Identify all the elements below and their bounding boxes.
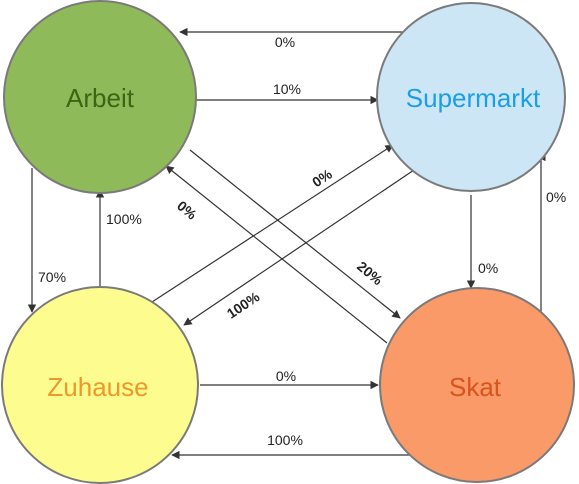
edge-skat-to-arbeit	[165, 165, 388, 344]
edge-label-skat-to-supermarkt: 0%	[546, 189, 566, 205]
edge-label-arbeit-to-zuhause: 70%	[38, 269, 66, 285]
label-skat: Skat	[449, 372, 502, 402]
node-skat	[379, 287, 575, 483]
edge-label-zuhause-to-supermarkt: 0%	[309, 165, 335, 190]
edge-label-skat-to-arbeit: 0%	[174, 197, 200, 223]
node-zuhause	[1, 286, 199, 484]
label-supermarkt: Supermarkt	[406, 83, 541, 113]
label-arbeit: Arbeit	[66, 83, 135, 113]
edge-label-supermarkt-to-skat: 0%	[478, 260, 498, 276]
edge-label-arbeit-to-skat: 20%	[354, 258, 386, 289]
node-supermarkt	[376, 2, 566, 192]
edge-supermarkt-to-zuhause	[183, 169, 415, 326]
edge-label-zuhause-to-arbeit: 100%	[106, 211, 142, 227]
edge-label-zuhause-to-skat: 0%	[276, 368, 296, 384]
edge-zuhause-to-supermarkt	[151, 144, 394, 303]
node-arbeit	[3, 0, 197, 194]
edge-label-skat-to-zuhause: 100%	[267, 432, 303, 448]
edge-arbeit-to-skat	[189, 149, 401, 319]
edge-skat-to-supermarkt	[537, 152, 546, 315]
edge-label-supermarkt-to-arbeit: 0%	[275, 34, 295, 50]
edge-label-supermarkt-to-zuhause: 100%	[224, 288, 263, 322]
label-zuhause: Zuhause	[47, 372, 148, 402]
edge-label-arbeit-to-supermarkt: 10%	[273, 81, 301, 97]
